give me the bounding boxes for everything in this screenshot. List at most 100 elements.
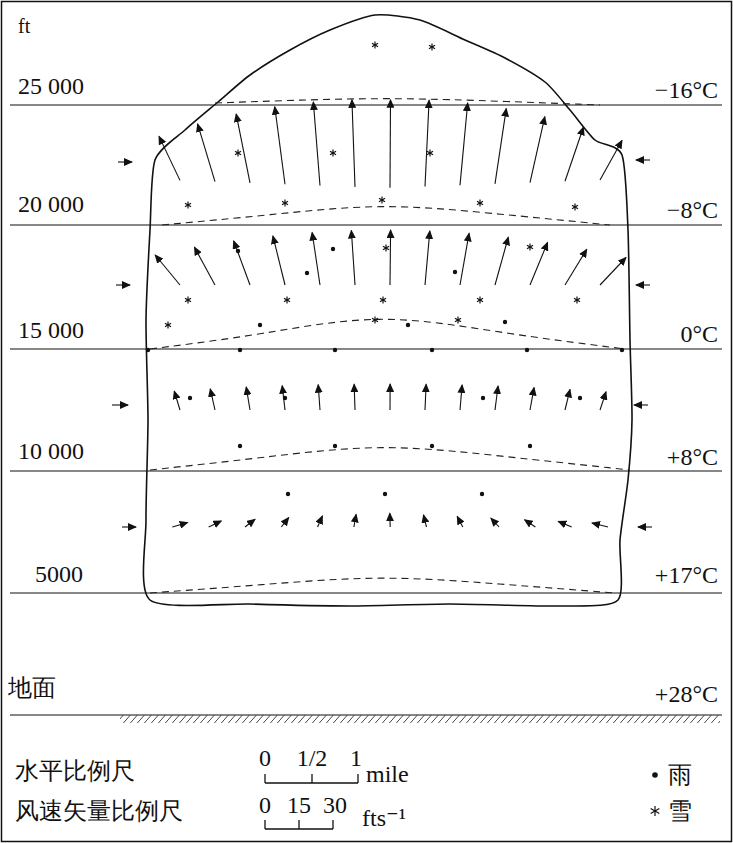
isotherm [150,578,615,593]
wind-vector [194,247,215,285]
wind-vector [495,109,506,184]
snow-stroke [185,298,191,302]
snow-stroke [330,151,336,155]
altitude-line [10,224,722,225]
rain-dot [578,396,582,400]
scale-number: 15 [287,791,311,819]
wind-vector [112,404,128,405]
wind-vector [174,391,180,410]
altitude-line [10,104,722,105]
wind-vector [273,236,285,285]
isotherm [215,99,600,105]
rain-dot [333,444,337,448]
snow-stroke [383,246,389,250]
wind-vector [354,514,356,527]
snow-stroke [455,318,461,322]
wind-vector [457,516,463,527]
snow-stroke [372,318,378,322]
temperature-label: 0°C [680,320,718,348]
snow-stroke [651,809,660,814]
snow-stroke [477,298,483,302]
scale-tick [357,774,358,783]
temperature-label: +28°C [655,680,718,708]
rain-dot [481,396,485,400]
snow-stroke [282,201,288,205]
snow-stroke [455,318,461,322]
scale-tick [264,820,265,829]
snow-stroke [185,298,191,302]
rain-dot [238,444,242,448]
snow-stroke [383,246,389,250]
isotherms [150,99,630,593]
wind-vector [638,526,652,527]
wind-vector [122,526,136,527]
wind-vector [313,102,320,186]
altitude-line [10,592,722,593]
rain-dot [430,348,434,352]
rain-dot [188,396,192,400]
wind-vector [460,233,469,285]
altitude-label: 10 000 [18,437,84,465]
wind-vector [491,518,499,527]
unit-label: ft [18,12,30,40]
rain-dot [333,348,337,352]
scale-tick [264,774,265,783]
scale-title: 水平比例尺 [15,757,135,785]
rain-dot [383,492,387,496]
snow-stroke [235,151,241,155]
isotherm [150,319,625,349]
scale-number: 0 [259,744,271,772]
wind-vector [351,231,355,285]
wind-vector [634,404,648,405]
snow-stroke [165,323,171,327]
rain-dot [620,348,624,352]
wind-vector [198,124,215,182]
wind-vector [565,249,587,285]
snow-stroke [185,203,191,207]
rain-dot [430,444,434,448]
wind-vector [565,127,583,181]
wind-vector [246,387,250,410]
snow-stroke [165,323,171,327]
cloud-outline [143,15,632,606]
wind-vector [352,100,355,187]
scale-unit: fts⁻¹ [362,804,406,832]
rain-dot [453,270,457,274]
snow-stroke [477,201,483,205]
scale-unit: mile [366,760,409,788]
wind-vector [495,386,498,410]
wind-vector [275,107,285,185]
scale-tick [298,820,299,829]
temperature-label: +8°C [667,443,718,471]
altitude-label: 25 000 [18,72,84,100]
snow-stroke [572,205,578,209]
snow-stroke [379,198,385,202]
rain-dot [652,772,658,778]
snow-stroke [330,151,336,155]
wind-vector [600,140,622,180]
rain-dot [305,271,309,275]
wind-vector [530,388,534,410]
snow-stroke [372,318,378,322]
snow-stroke [379,198,385,202]
wind-vector [389,230,391,285]
snow-symbol [648,804,662,818]
snow-stroke [572,205,578,209]
scale-bars [265,774,358,829]
altitude-lines [10,105,722,593]
wind-vector [116,284,130,285]
rain-dot [406,323,410,327]
wind-vector [389,384,390,410]
legend-item: 雪 [648,797,692,825]
snow-stroke [372,43,378,47]
rain-dot [528,444,532,448]
snow-stroke [429,45,435,49]
rain-symbols [146,247,624,496]
rain-dot [480,492,484,496]
wind-vector [389,513,390,527]
wind-vector [525,520,536,527]
snow-stroke [527,245,533,249]
snow-stroke [380,298,386,302]
